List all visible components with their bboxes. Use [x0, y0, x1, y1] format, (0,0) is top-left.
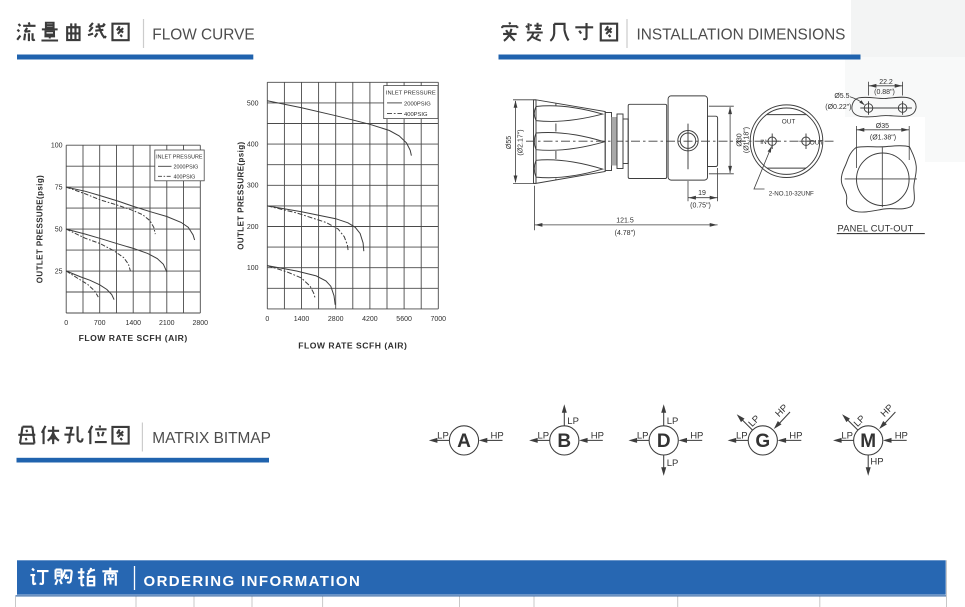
svg-text:FLOW RATE SCFH (AIR): FLOW RATE SCFH (AIR): [298, 341, 407, 351]
svg-text:OUTLET PRESSURE(psig): OUTLET PRESSURE(psig): [237, 141, 246, 249]
svg-text:LP: LP: [437, 430, 449, 441]
svg-text:7000: 7000: [431, 316, 447, 323]
svg-text:B: B: [557, 431, 571, 452]
svg-text:4200: 4200: [362, 316, 378, 323]
svg-text:G: G: [755, 431, 770, 452]
svg-text:D: D: [657, 431, 671, 452]
svg-text:100: 100: [51, 143, 63, 150]
svg-text:IN: IN: [760, 139, 767, 146]
svg-text:(Ø1.38"): (Ø1.38"): [870, 135, 896, 142]
svg-text:OUT: OUT: [810, 139, 824, 146]
svg-text:LP: LP: [667, 416, 679, 427]
svg-text:A: A: [457, 431, 471, 452]
svg-text:(Ø2.17"): (Ø2.17"): [518, 129, 525, 155]
svg-text:200: 200: [247, 224, 259, 231]
svg-text:LP: LP: [736, 430, 748, 441]
svg-text:0: 0: [265, 316, 269, 323]
svg-text:HP: HP: [895, 430, 908, 441]
svg-text:(Ø1.18"): (Ø1.18"): [744, 127, 751, 153]
svg-text:Ø35: Ø35: [876, 123, 889, 130]
svg-text:500: 500: [247, 100, 259, 107]
svg-text:FLOW RATE SCFH (AIR): FLOW RATE SCFH (AIR): [79, 333, 188, 343]
svg-text:OUT: OUT: [782, 118, 796, 125]
svg-text:(0.75"): (0.75"): [690, 203, 711, 210]
svg-text:INLET PRESSURE: INLET PRESSURE: [156, 154, 203, 160]
svg-text:OUTLET PRESSURE(psig): OUTLET PRESSURE(psig): [36, 175, 45, 283]
svg-text:2000PSIG: 2000PSIG: [404, 101, 431, 107]
svg-text:Ø55: Ø55: [506, 136, 513, 149]
svg-text:700: 700: [94, 320, 106, 327]
svg-text:LP: LP: [667, 458, 679, 469]
svg-text:FLOW CURVE: FLOW CURVE: [152, 27, 254, 44]
svg-text:Ø5.5: Ø5.5: [834, 93, 849, 100]
svg-text:INLET PRESSURE: INLET PRESSURE: [386, 91, 436, 97]
svg-text:M: M: [860, 431, 876, 452]
svg-text:121.5: 121.5: [616, 217, 634, 224]
svg-text:ORDERING INFORMATION: ORDERING INFORMATION: [144, 573, 362, 590]
svg-text:2800: 2800: [328, 316, 344, 323]
svg-text:(0.88"): (0.88"): [874, 89, 895, 96]
svg-text:2100: 2100: [159, 320, 175, 327]
svg-text:HP: HP: [491, 430, 504, 441]
svg-text:(Ø0.22"): (Ø0.22"): [825, 104, 851, 111]
svg-text:LP: LP: [841, 430, 853, 441]
svg-text:2000PSIG: 2000PSIG: [174, 165, 199, 171]
svg-text:5600: 5600: [396, 316, 412, 323]
svg-text:HP: HP: [789, 430, 802, 441]
svg-text:(4.78"): (4.78"): [615, 230, 636, 237]
svg-text:LP: LP: [567, 416, 579, 427]
svg-text:1400: 1400: [294, 316, 310, 323]
svg-text:50: 50: [55, 227, 63, 234]
svg-text:HP: HP: [690, 430, 703, 441]
svg-text:LP: LP: [537, 430, 549, 441]
svg-text:LP: LP: [637, 430, 649, 441]
svg-text:400: 400: [247, 142, 259, 149]
svg-text:300: 300: [247, 183, 259, 190]
svg-text:Ø30: Ø30: [737, 133, 744, 146]
svg-text:22.2: 22.2: [879, 79, 893, 86]
svg-text:400PSIG: 400PSIG: [404, 112, 428, 118]
svg-text:2-NO.10-32UNF: 2-NO.10-32UNF: [769, 190, 814, 197]
svg-text:0: 0: [64, 320, 68, 327]
svg-text:2800: 2800: [193, 320, 209, 327]
svg-text:HP: HP: [591, 430, 604, 441]
svg-text:PANEL CUT-OUT: PANEL CUT-OUT: [838, 223, 914, 233]
svg-text:400PSIG: 400PSIG: [174, 175, 196, 181]
svg-text:19: 19: [698, 190, 706, 197]
svg-text:MATRIX BITMAP: MATRIX BITMAP: [152, 430, 271, 447]
svg-text:INSTALLATION DIMENSIONS: INSTALLATION DIMENSIONS: [637, 27, 846, 44]
svg-text:75: 75: [55, 185, 63, 192]
svg-text:25: 25: [55, 268, 63, 275]
svg-text:HP: HP: [870, 456, 883, 467]
svg-text:100: 100: [247, 265, 259, 272]
svg-text:1400: 1400: [126, 320, 142, 327]
